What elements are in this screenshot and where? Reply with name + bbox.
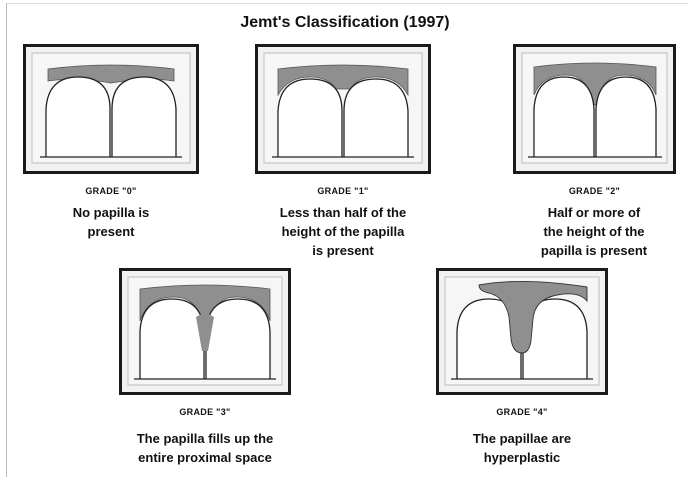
- right-tooth: [112, 77, 176, 157]
- right-tooth: [344, 79, 408, 157]
- grade-1-illustration: [255, 44, 431, 174]
- grade-0-diagram: [26, 47, 196, 171]
- grade-1-label: GRADE "1": [255, 186, 431, 196]
- grade-0-label: GRADE "0": [23, 186, 199, 196]
- grade-3-description: The papilla fills up the entire proximal…: [95, 429, 315, 467]
- left-tooth: [534, 77, 594, 157]
- right-tooth: [206, 299, 270, 379]
- grade-4-description: The papillae are hyperplastic: [412, 429, 632, 467]
- left-tooth: [46, 77, 110, 157]
- figure-title: Jemt's Classification (1997): [0, 14, 690, 32]
- grade-1-description: Less than half of the height of the papi…: [230, 203, 456, 260]
- grade-4-label: GRADE "4": [436, 407, 608, 417]
- right-tooth: [596, 77, 656, 157]
- grade-2-description: Half or more of the height of the papill…: [500, 203, 688, 260]
- grade-1-diagram: [258, 47, 428, 171]
- grade-3-diagram: [122, 271, 288, 392]
- grade-0-illustration: [23, 44, 199, 174]
- left-tooth: [278, 79, 342, 157]
- grade-4-illustration: [436, 268, 608, 395]
- left-tooth: [140, 299, 204, 379]
- grade-0-description: No papilla is present: [13, 203, 209, 241]
- grade-2-illustration: [513, 44, 676, 174]
- grade-2-label: GRADE "2": [513, 186, 676, 196]
- grade-2-diagram: [516, 47, 673, 171]
- grade-3-illustration: [119, 268, 291, 395]
- grade-3-label: GRADE "3": [119, 407, 291, 417]
- grade-4-diagram: [439, 271, 605, 392]
